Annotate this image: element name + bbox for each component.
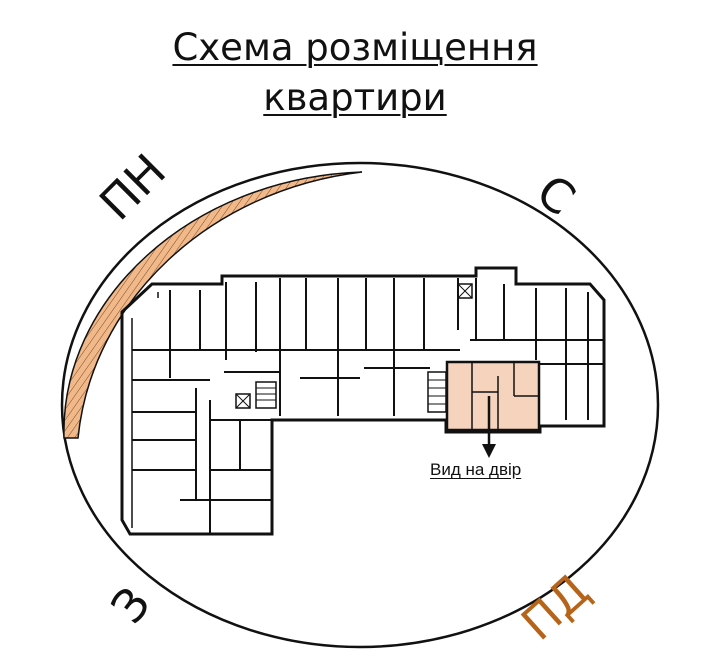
sun-exposure-arc <box>63 171 363 439</box>
orientation-ellipse <box>60 161 660 649</box>
room-partitions <box>132 278 604 534</box>
highlighted-apartment <box>445 360 541 432</box>
view-to-courtyard-label: Вид на двір <box>430 460 522 479</box>
diagram-title-line-1: Схема розміщення <box>172 26 538 69</box>
diagram-title-line-2: квартири <box>263 76 447 119</box>
view-direction-arrow <box>482 396 496 458</box>
